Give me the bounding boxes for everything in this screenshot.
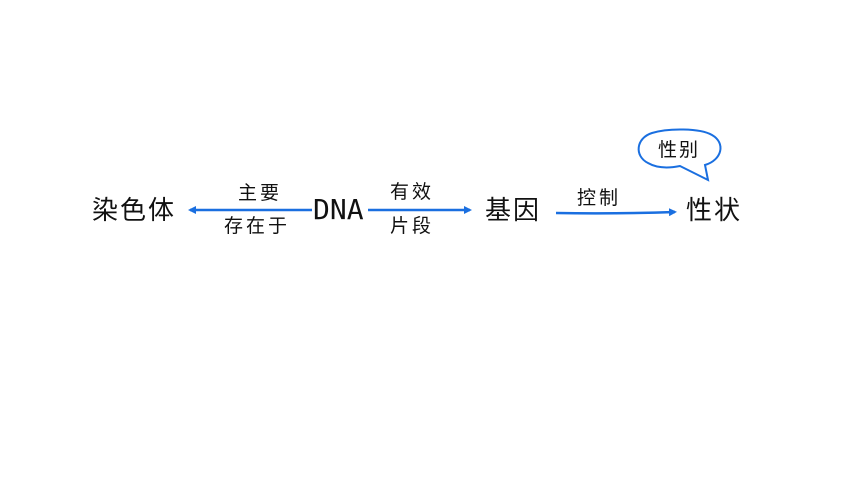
edge-label-dna-gene-bottom: 片段 — [390, 215, 435, 237]
edge-label-dna-gene-top: 有效 — [390, 181, 435, 203]
callout-bubble — [637, 128, 722, 182]
edge-label-dna-chromosome-top: 主要 — [238, 182, 283, 204]
node-dna: DNA — [313, 193, 364, 226]
node-chromosome: 染色体 — [92, 196, 177, 226]
edge-label-gene-trait: 控制 — [577, 187, 622, 209]
edge-label-dna-chromosome-bottom: 存在于 — [224, 215, 291, 237]
node-trait: 性状 — [686, 196, 743, 226]
arrow-gene-to-trait — [555, 208, 677, 217]
node-gene: 基因 — [485, 196, 542, 226]
callout-text: 性别 — [658, 139, 701, 161]
